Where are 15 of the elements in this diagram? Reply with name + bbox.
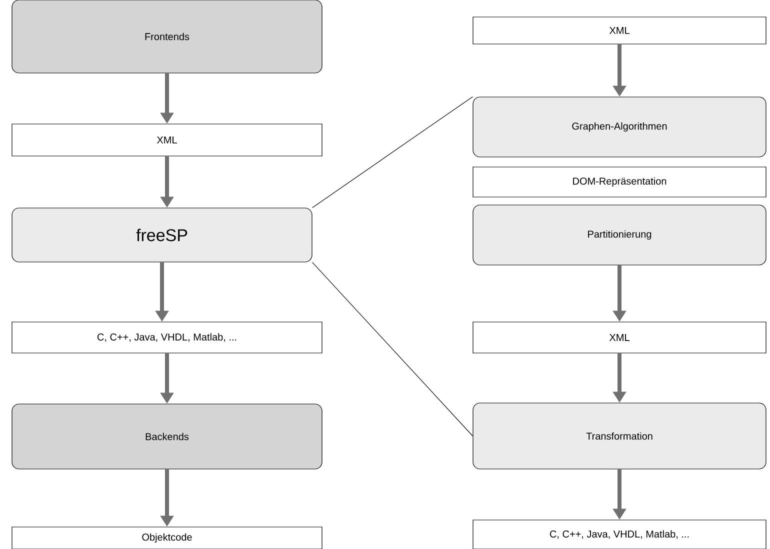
data-box: DOM-Repräsentation: [472, 166, 766, 198]
data-box: C, C++, Java, VHDL, Matlab, ...: [472, 520, 766, 549]
data-box: XML: [12, 124, 322, 156]
process-box: Partitionierung: [472, 204, 766, 266]
process-box: Frontends: [12, 0, 322, 74]
process-box: Graphen-Algorithmen: [472, 96, 766, 158]
data-box: Objektcode: [12, 526, 322, 549]
process-box: Backends: [12, 404, 322, 470]
zoom-line: [312, 262, 473, 436]
process-box: Transformation: [472, 402, 766, 470]
data-box: XML: [472, 16, 766, 44]
process-box: freeSP: [12, 208, 312, 262]
data-box: XML: [472, 322, 766, 354]
data-box: C, C++, Java, VHDL, Matlab, ...: [12, 322, 322, 354]
zoom-line: [312, 96, 473, 208]
